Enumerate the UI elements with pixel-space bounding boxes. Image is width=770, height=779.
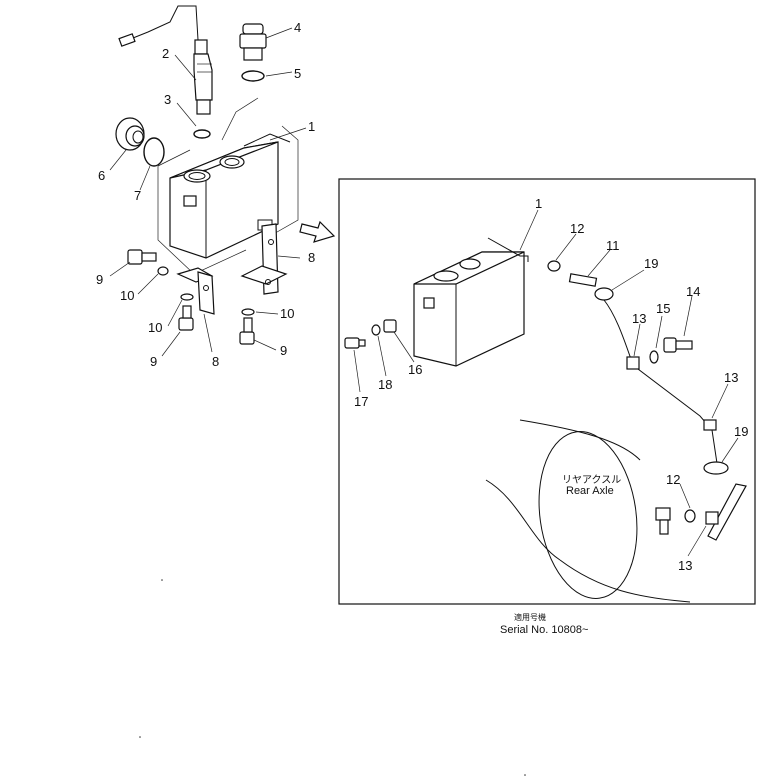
detail-callout-11: 11 bbox=[606, 238, 620, 253]
breather-fitting bbox=[655, 507, 671, 535]
washer-15 bbox=[649, 350, 659, 364]
o-ring-3 bbox=[193, 129, 211, 139]
clamp-12a bbox=[547, 260, 561, 272]
bracket-8a bbox=[240, 223, 288, 295]
detail-callout-13b: 13 bbox=[724, 370, 738, 385]
detail-callout-16: 16 bbox=[408, 362, 422, 377]
detail-callout-19b: 19 bbox=[734, 424, 748, 439]
callout-9a: 9 bbox=[96, 272, 103, 287]
hose-line bbox=[603, 299, 719, 471]
cap-6 bbox=[115, 117, 145, 151]
bolt-9a bbox=[127, 249, 157, 265]
washer-10a bbox=[157, 266, 169, 276]
callout-10a: 10 bbox=[120, 288, 134, 303]
serial-label-jp: 適用号機 bbox=[514, 612, 546, 622]
rear-axle-housing bbox=[485, 419, 691, 603]
washer-18 bbox=[371, 324, 381, 336]
washer-10b bbox=[180, 293, 194, 301]
adapter-11 bbox=[568, 273, 598, 287]
serial-label: Serial No. 10808~ bbox=[500, 624, 588, 636]
detail-view: リヤアクスル Rear Axle bbox=[338, 178, 756, 605]
callout-4: 4 bbox=[294, 20, 301, 35]
sender-unit-2 bbox=[118, 5, 213, 115]
callout-9b: 9 bbox=[150, 354, 157, 369]
exploded-view: 2 3 4 5 1 6 7 8 9 10 10 9 8 10 9 bbox=[96, 5, 336, 369]
bolt-9c bbox=[239, 317, 255, 345]
detail-frame bbox=[338, 178, 756, 605]
mounting-outline bbox=[157, 97, 299, 275]
detail-callout-13c: 13 bbox=[678, 558, 692, 573]
gasket-5 bbox=[241, 70, 265, 82]
detail-callout-14: 14 bbox=[686, 284, 700, 299]
fitting-16 bbox=[383, 319, 397, 333]
speck bbox=[139, 736, 141, 738]
callout-8b: 8 bbox=[212, 354, 219, 369]
detail-callout-1: 1 bbox=[535, 196, 542, 211]
callout-1: 1 bbox=[308, 119, 315, 134]
callout-2: 2 bbox=[162, 46, 169, 61]
bracket-detail bbox=[707, 483, 747, 541]
bracket-8b bbox=[176, 267, 215, 315]
arrow-to-detail bbox=[299, 220, 336, 243]
detail-callout-13a: 13 bbox=[632, 311, 646, 326]
detail-callout-12a: 12 bbox=[570, 221, 584, 236]
bolt-9b bbox=[178, 305, 194, 331]
washer-10c bbox=[241, 308, 255, 316]
clip-19a bbox=[594, 287, 614, 301]
detail-callout-17: 17 bbox=[354, 394, 368, 409]
callout-5: 5 bbox=[294, 66, 301, 81]
tank-detail-1 bbox=[413, 237, 529, 367]
hydraulic-tank-1 bbox=[169, 133, 291, 259]
detail-callout-18: 18 bbox=[378, 377, 392, 392]
clip-13c bbox=[705, 511, 719, 525]
clip-13a bbox=[626, 356, 640, 370]
callout-9c: 9 bbox=[280, 343, 287, 358]
plug-4 bbox=[239, 23, 267, 61]
callout-7: 7 bbox=[134, 188, 141, 203]
detail-callout-12b: 12 bbox=[666, 472, 680, 487]
callout-10b: 10 bbox=[148, 320, 162, 335]
callout-10c: 10 bbox=[280, 306, 294, 321]
bolt-14 bbox=[663, 337, 693, 353]
detail-callout-15: 15 bbox=[656, 301, 670, 316]
rear-axle-label-en: Rear Axle bbox=[566, 485, 614, 497]
speck bbox=[161, 579, 163, 581]
leader-lines-left bbox=[109, 27, 307, 357]
clamp-12b bbox=[684, 509, 696, 523]
seal-7 bbox=[143, 137, 165, 167]
callout-3: 3 bbox=[164, 92, 171, 107]
speck bbox=[524, 774, 526, 776]
callout-6: 6 bbox=[98, 168, 105, 183]
rear-axle-label-jp: リヤアクスル bbox=[562, 474, 621, 486]
fitting-17 bbox=[344, 337, 366, 349]
detail-callout-19a: 19 bbox=[644, 256, 658, 271]
clip-13b bbox=[703, 419, 717, 431]
callout-8a: 8 bbox=[308, 250, 315, 265]
leader-lines-detail bbox=[353, 209, 739, 557]
clip-19b bbox=[703, 461, 729, 475]
